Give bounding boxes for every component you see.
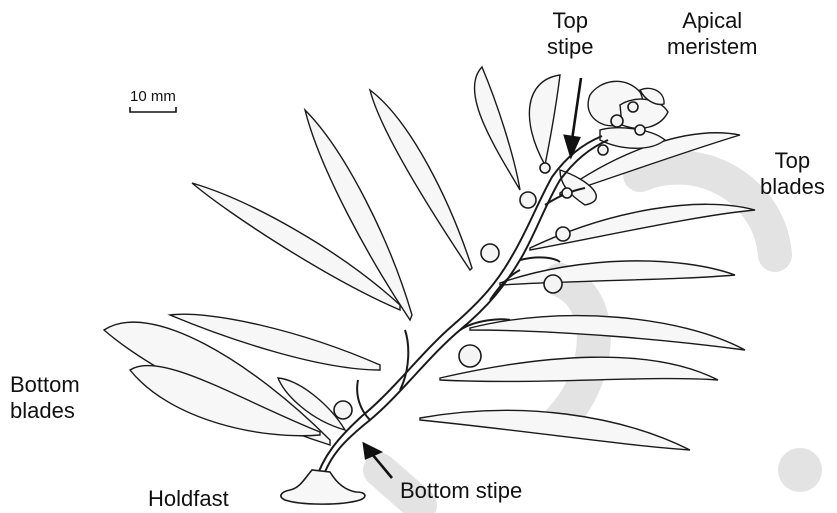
right-blade-4: [500, 261, 735, 285]
label-top-stipe-line1: Top: [547, 8, 593, 34]
holdfast-shape: [281, 470, 365, 504]
label-apical-meristem-line2: meristem: [667, 34, 757, 60]
label-top-blades-line2: blades: [760, 174, 825, 200]
scale-bar: [130, 107, 176, 112]
label-holdfast: Holdfast: [148, 486, 229, 512]
label-apical-meristem: Apical meristem: [667, 8, 757, 60]
label-bottom-blades-line2: blades: [10, 398, 80, 424]
scale-label: 10 mm: [130, 89, 176, 105]
label-top-stipe-line2: stipe: [547, 34, 593, 60]
blades: [104, 67, 755, 450]
apical-cluster: [588, 81, 668, 148]
left-blade-4: [474, 67, 520, 190]
right-blade-1: [420, 410, 690, 450]
label-bottom-blades: Bottom blades: [10, 372, 80, 424]
label-top-blades-line1: Top: [760, 148, 825, 174]
watermark-dot: [778, 448, 822, 492]
label-top-blades: Top blades: [760, 148, 825, 200]
label-bottom-blades-line1: Bottom: [10, 372, 80, 398]
label-apical-meristem-line1: Apical: [667, 8, 757, 34]
label-bottom-stipe: Bottom stipe: [400, 478, 522, 504]
label-top-stipe: Top stipe: [547, 8, 593, 60]
right-blade-2: [440, 357, 718, 381]
left-blade-5: [529, 75, 560, 165]
